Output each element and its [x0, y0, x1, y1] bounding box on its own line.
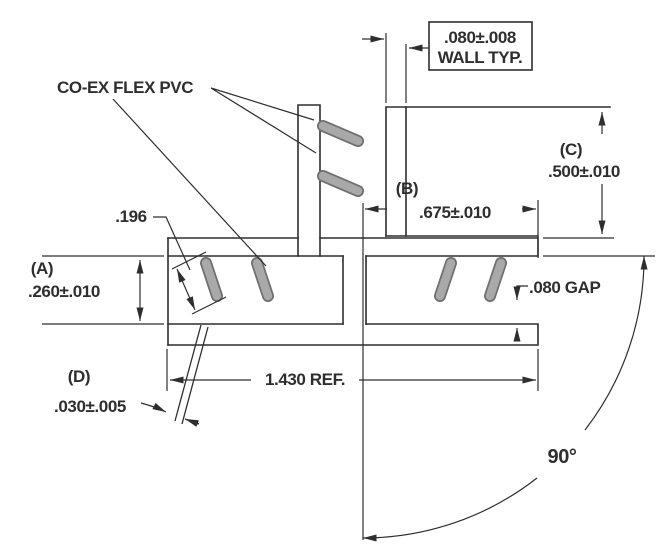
wall-note-box	[428, 21, 533, 71]
upper-profile	[297, 104, 611, 257]
fin-length-leader	[153, 216, 191, 271]
upper-fins	[317, 120, 364, 197]
wall-note-text: WALL TYP.	[438, 48, 523, 67]
overall-extension-lines	[166, 349, 539, 391]
dim-a-value: .260±.010	[28, 282, 100, 301]
dim-c: (C) .500±.010	[543, 112, 620, 239]
dim-d-id: (D)	[68, 367, 90, 386]
dim-gap: .080 GAP	[513, 278, 601, 342]
dim-b: (B) .675±.010	[362, 179, 539, 540]
material-callout: CO-EX FLEX PVC	[57, 78, 317, 267]
material-label: CO-EX FLEX PVC	[57, 78, 193, 97]
dim-a-id: (A)	[31, 259, 53, 278]
angle-arc-lower	[362, 477, 538, 542]
lower-profile	[167, 237, 539, 425]
wall-note-value: .080±.008	[444, 28, 516, 47]
gap-label: .080 GAP	[529, 278, 601, 297]
center-web	[342, 255, 367, 325]
angle-arc-upper	[584, 255, 648, 431]
lower-fins	[200, 257, 507, 302]
upper-channel-wall-outer	[385, 106, 611, 237]
dim-fin-length: .196	[115, 207, 227, 315]
dim-d-value: .030±.005	[54, 397, 126, 416]
wall-note: .080±.008 WALL TYP.	[362, 21, 533, 103]
wall-extension-lines	[385, 33, 407, 103]
bottom-strip	[167, 323, 539, 346]
dim-a-extension-lines	[42, 255, 164, 325]
dim-c-id: (C)	[560, 140, 582, 159]
dim-c-value: .500±.010	[548, 162, 620, 181]
dim-d: (D) .030±.005	[54, 367, 200, 427]
dim-fin-length-value: .196	[115, 207, 147, 226]
upper-post	[297, 104, 321, 257]
dim-b-value: .675±.010	[419, 203, 491, 222]
top-strip	[167, 237, 539, 257]
fin-length-ticks	[171, 251, 227, 315]
angle-value: 90°	[547, 446, 576, 468]
overall-ref-value: 1.430 REF.	[265, 370, 345, 389]
thin-flap	[174, 324, 209, 425]
dim-overall: 1.430 REF.	[166, 349, 539, 391]
dim-angle: 90°	[362, 255, 655, 542]
material-leader-lines	[112, 87, 317, 267]
dim-a: (A) .260±.010	[28, 255, 164, 325]
dim-b-id: (B)	[396, 179, 418, 198]
